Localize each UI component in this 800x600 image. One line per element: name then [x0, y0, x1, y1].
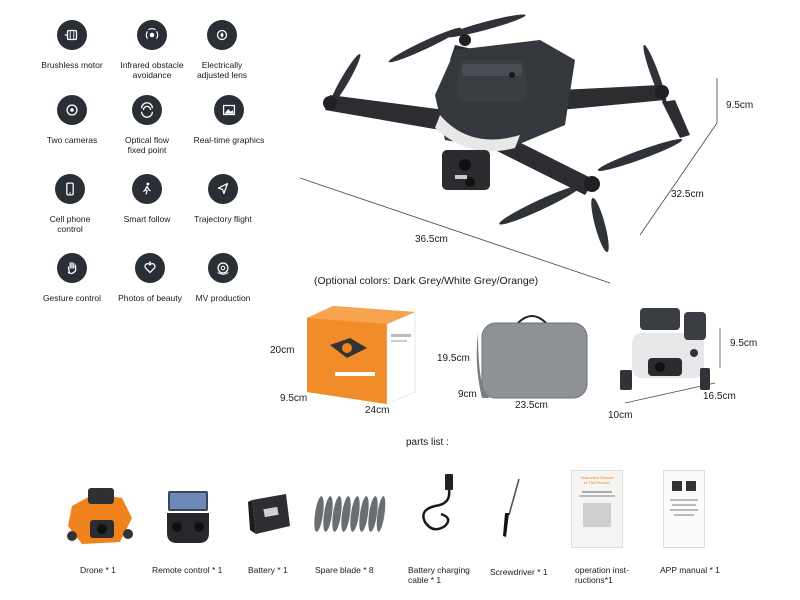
motor-icon	[57, 20, 87, 50]
feature-trajectory-flight: Trajectory flight	[173, 174, 273, 224]
part-label-cable: Battery charging cable * 1	[408, 565, 470, 585]
image-icon	[214, 95, 244, 125]
feature-gesture-control: Gesture control	[22, 253, 122, 303]
feature-label: Real-time graphics	[193, 135, 265, 145]
camera-icon	[57, 95, 87, 125]
drone-height-dim: 9.5cm	[726, 100, 754, 111]
drone-width-dim: 36.5cm	[415, 234, 448, 245]
folded-width-dim: 10cm	[608, 410, 633, 421]
colors-note: (Optional colors: Dark Grey/White Grey/O…	[314, 275, 539, 287]
part-label-instructions: operation inst- ructions*1	[575, 565, 629, 585]
qr-code-icon	[672, 481, 682, 491]
lens-adjust-icon	[207, 20, 237, 50]
part-label-screwdriver: Screwdriver * 1	[490, 567, 548, 577]
hand-icon	[57, 253, 87, 283]
feature-smart-follow: Smart follow	[97, 174, 197, 224]
folded-drone	[620, 308, 721, 404]
packaging-box	[307, 306, 416, 405]
manual-heading: Instruction Manual of The Product	[580, 475, 614, 485]
feature-realtime-graphics: Real-time graphics	[179, 95, 279, 145]
part-spare-blades-image	[314, 496, 386, 532]
feature-label: Trajectory flight	[194, 214, 252, 224]
part-label-blades: Spare blade * 8	[315, 565, 374, 575]
folded-length-dim: 16.5cm	[703, 391, 736, 402]
feature-mv-production: MV production	[173, 253, 273, 303]
part-battery-image	[248, 494, 290, 534]
bag-depth-dim: 9cm	[458, 389, 477, 400]
part-label-drone: Drone * 1	[80, 565, 116, 575]
feature-label: Photos of beauty	[118, 293, 182, 303]
feature-phone-control: Cell phone control	[20, 174, 120, 234]
part-drone-image	[67, 488, 133, 544]
folded-height-dim: 9.5cm	[730, 338, 758, 349]
box-height-dim: 20cm	[270, 345, 295, 356]
bag-height-dim: 19.5cm	[437, 353, 470, 364]
part-label-remote: Remote control * 1	[152, 565, 223, 575]
follow-icon	[132, 174, 162, 204]
part-app-manual-image	[663, 470, 705, 548]
feature-label: Two cameras	[46, 135, 98, 145]
feature-label: MV production	[195, 293, 251, 303]
mv-icon	[208, 253, 238, 283]
dimension-lines	[299, 78, 718, 284]
feature-label: Gesture control	[42, 293, 102, 303]
part-label-battery: Battery * 1	[248, 565, 288, 575]
feature-electric-lens: Electrically adjusted lens	[172, 20, 272, 80]
feature-label: Smart follow	[123, 214, 171, 224]
infrared-icon	[137, 20, 167, 50]
part-screwdriver-image	[503, 478, 520, 537]
qr-code-icon	[686, 481, 696, 491]
drone-length-dim: 32.5cm	[671, 189, 704, 200]
beauty-icon	[135, 253, 165, 283]
part-label-app-manual: APP manual * 1	[660, 565, 720, 575]
feature-optical-flow: Optical flow fixed point	[97, 95, 197, 155]
bag-width-dim: 23.5cm	[515, 400, 548, 411]
feature-label: Electrically adjusted lens	[196, 60, 248, 80]
feature-label: Optical flow fixed point	[125, 135, 169, 155]
feature-label: Infrared obstacle avoidance	[120, 60, 184, 80]
optical-flow-icon	[132, 95, 162, 125]
feature-photos-beauty: Photos of beauty	[100, 253, 200, 303]
drone-body	[435, 40, 575, 190]
feature-label: Cell phone control	[49, 214, 91, 234]
part-charging-cable-image	[422, 474, 453, 531]
parts-list-title: parts list :	[406, 437, 449, 448]
main-drone-diagram	[299, 14, 718, 284]
part-instructions-image: Instruction Manual of The Product	[571, 470, 623, 548]
drone-motors	[323, 34, 669, 192]
feature-two-cameras: Two cameras	[22, 95, 122, 145]
box-width-dim: 24cm	[365, 405, 390, 416]
part-remote-image	[167, 491, 209, 543]
box-depth-dim: 9.5cm	[280, 393, 308, 404]
trajectory-icon	[208, 174, 238, 204]
feature-brushless-motor: Brushless motor	[22, 20, 122, 70]
feature-infrared-obstacle: Infrared obstacle avoidance	[102, 20, 202, 80]
phone-icon	[55, 174, 85, 204]
carry-bag	[476, 315, 588, 399]
feature-label: Brushless motor	[41, 60, 103, 70]
